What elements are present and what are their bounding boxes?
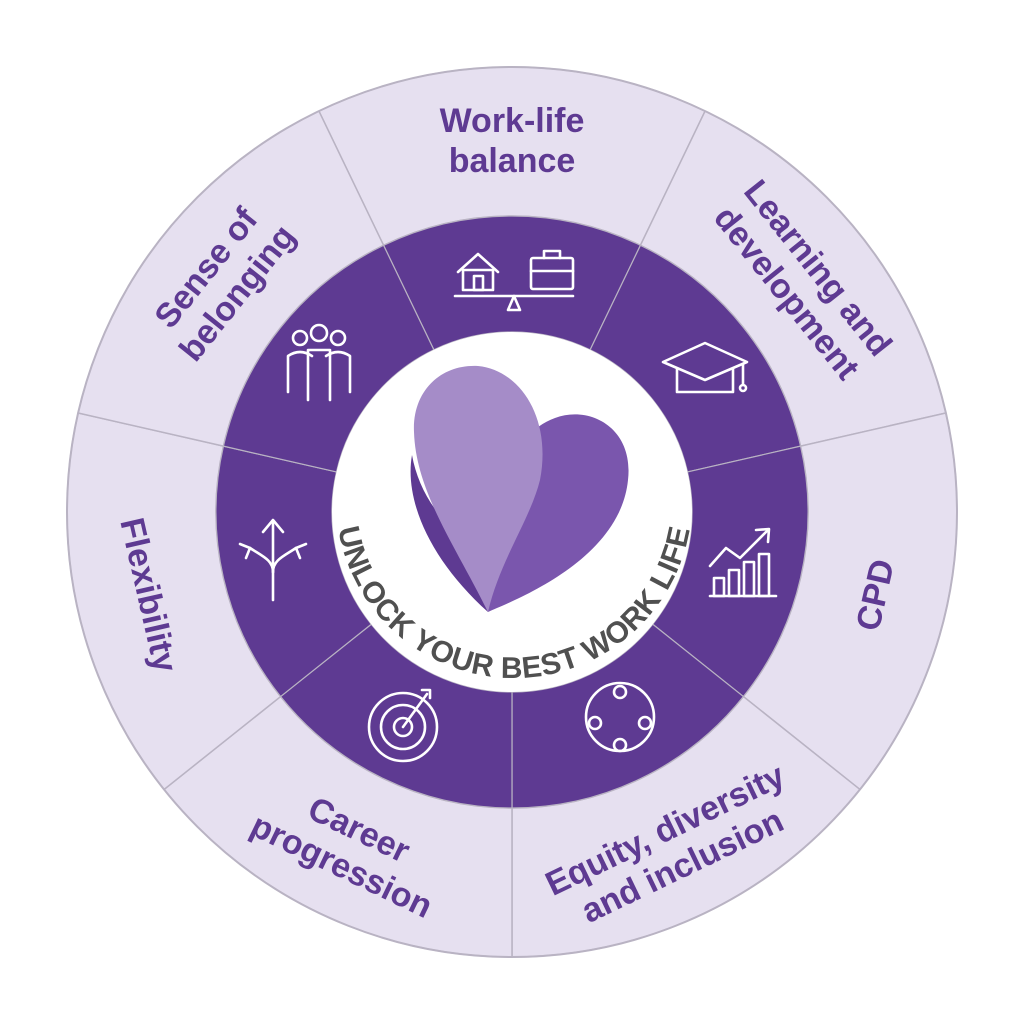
group-of-people-icon — [286, 323, 352, 402]
graduation-cap-icon — [661, 341, 749, 394]
split-arrows-icon — [238, 518, 308, 602]
outer-ring — [66, 66, 958, 958]
work-life-balance-icon — [453, 249, 575, 312]
segment-label-line: Work-life — [440, 102, 585, 140]
connected-people-circle-icon — [584, 681, 656, 753]
growth-chart-icon — [708, 527, 778, 598]
outer-rim — [66, 66, 958, 958]
inner-ring — [215, 215, 809, 809]
segment-label-line: balance — [449, 142, 576, 180]
heart-left-lobe — [413, 365, 543, 612]
target-icon — [367, 688, 439, 763]
heart-logo — [410, 365, 629, 612]
